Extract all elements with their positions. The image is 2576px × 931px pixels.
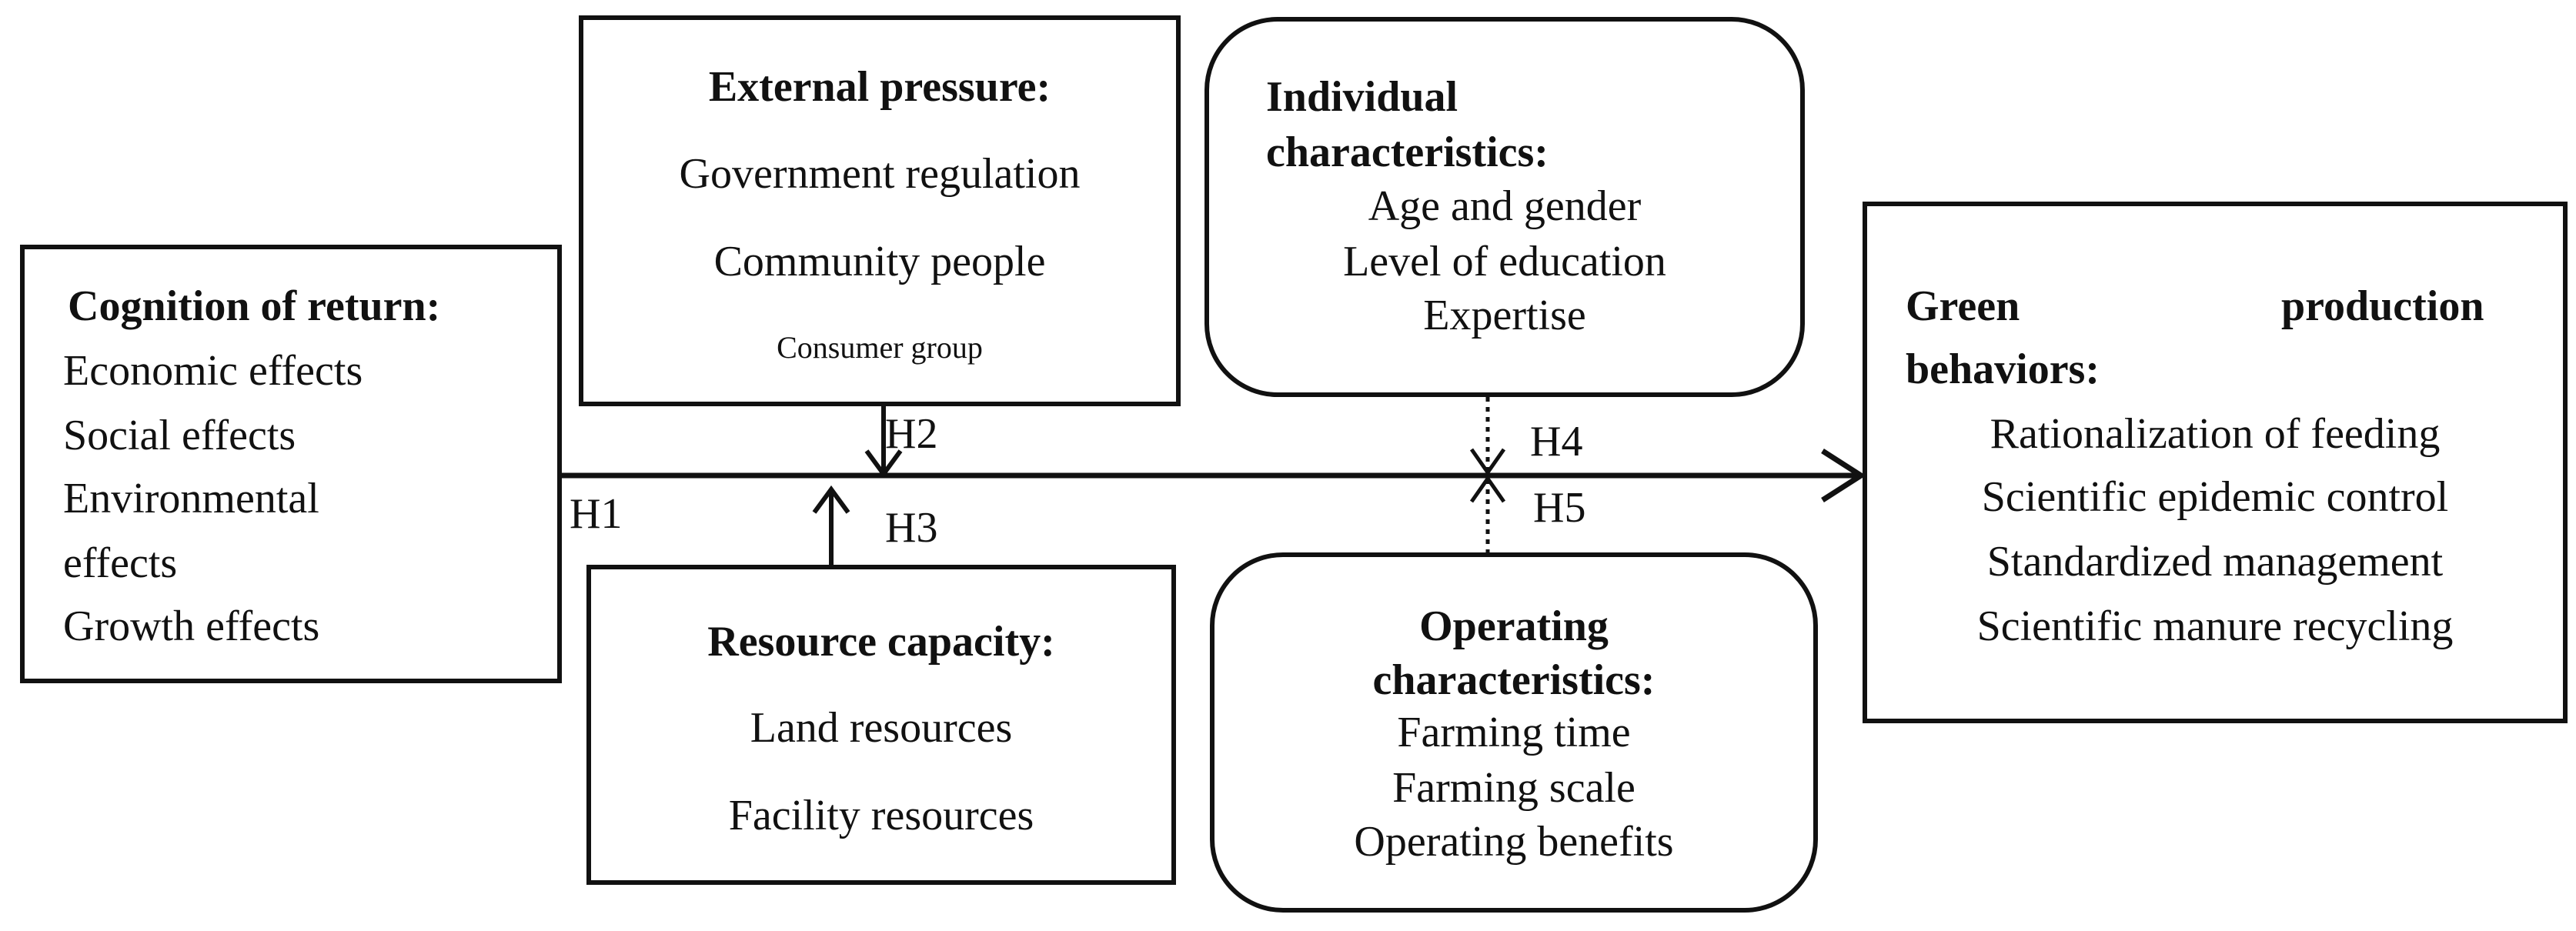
- external-pressure-box: [579, 15, 1181, 406]
- individual-item-education: Level of education: [1343, 238, 1666, 285]
- resource-item-facility: Facility resources: [728, 792, 1034, 839]
- green-item-manure: Scientific manure recycling: [1976, 602, 2454, 650]
- resource-capacity-box: [586, 565, 1176, 885]
- h4-arrowhead: [1469, 448, 1506, 476]
- h5-arrowhead: [1469, 475, 1506, 503]
- main-arrowhead: [1821, 449, 1866, 502]
- cognition-item-environmental-cont: effects: [63, 539, 178, 587]
- cognition-item-growth: Growth effects: [63, 602, 320, 650]
- operating-title-line1: Operating: [1419, 602, 1609, 650]
- operating-item-benefits: Operating benefits: [1354, 818, 1674, 866]
- individual-characteristics-box: [1204, 17, 1805, 397]
- resource-title: Resource capacity:: [707, 618, 1055, 666]
- external-title: External pressure:: [708, 63, 1051, 111]
- cognition-item-economic: Economic effects: [63, 347, 363, 395]
- cognition-title: Cognition of return:: [68, 282, 441, 330]
- green-item-epidemic: Scientific epidemic control: [1981, 473, 2449, 521]
- h2-arrowhead: [864, 449, 903, 479]
- external-item-community: Community people: [713, 238, 1046, 285]
- cognition-of-return-box: [20, 245, 562, 683]
- cognition-item-environmental: Environmental: [63, 475, 319, 522]
- individual-title-line2: characteristics:: [1266, 128, 1549, 176]
- green-item-management: Standardized management: [1986, 538, 2444, 586]
- h3-arrowhead: [812, 485, 850, 514]
- green-production-box: [1863, 202, 2568, 723]
- cognition-item-social: Social effects: [63, 412, 296, 459]
- individual-item-age: Age and gender: [1368, 182, 1642, 230]
- operating-item-scale: Farming scale: [1392, 764, 1635, 812]
- operating-item-time: Farming time: [1397, 709, 1631, 756]
- hypothesis-h5-label: H5: [1533, 484, 1586, 532]
- green-title-left: Green: [1906, 282, 2020, 330]
- green-title-right: production: [2281, 282, 2484, 330]
- operating-characteristics-box: [1210, 552, 1818, 913]
- external-item-consumer: Consumer group: [777, 330, 983, 365]
- green-title-line2: behaviors:: [1906, 345, 2100, 393]
- hypothesis-h3-label: H3: [885, 504, 938, 552]
- individual-item-expertise: Expertise: [1423, 292, 1586, 339]
- hypothesis-h1-label: H1: [570, 490, 623, 538]
- green-item-feeding: Rationalization of feeding: [1990, 410, 2441, 458]
- hypothesis-h4-label: H4: [1530, 418, 1583, 466]
- hypothesis-h2-label: H2: [885, 410, 938, 458]
- external-item-government: Government regulation: [679, 150, 1081, 198]
- resource-item-land: Land resources: [750, 704, 1013, 752]
- operating-title-line2: characteristics:: [1372, 656, 1656, 704]
- individual-title-line1: Individual: [1266, 73, 1458, 121]
